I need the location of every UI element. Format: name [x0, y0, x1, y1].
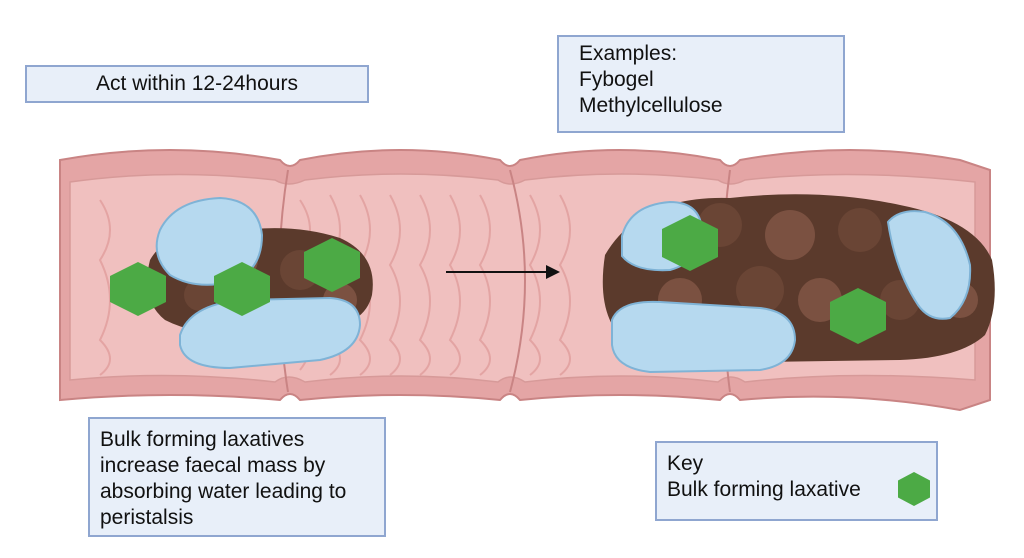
laxative-hexagon — [214, 262, 270, 316]
laxative-hexagon — [304, 238, 360, 292]
laxative-hexagon — [110, 262, 166, 316]
laxative-hexagons-large — [662, 215, 886, 344]
description-box: Bulk forming laxatives increase faecal m… — [88, 417, 386, 537]
key-item-label: Bulk forming laxative — [667, 478, 861, 501]
example-item: Fybogel — [579, 68, 654, 91]
water-blobs-small — [155, 196, 362, 370]
key-box: Key Bulk forming laxative — [655, 441, 938, 521]
laxative-hexagon — [830, 288, 886, 344]
laxative-hexagon — [662, 215, 718, 271]
laxative-key-icon — [898, 472, 930, 506]
example-item: Methylcellulose — [579, 94, 723, 117]
description-line: peristalsis — [100, 506, 194, 529]
description-line: increase faecal mass by — [100, 454, 326, 477]
description-line: Bulk forming laxatives — [100, 428, 305, 451]
onset-time-box: Act within 12-24hours — [25, 65, 369, 103]
key-title: Key — [667, 452, 704, 475]
onset-time-text: Act within 12-24hours — [96, 72, 298, 95]
arrow-icon — [446, 265, 560, 279]
description-line: absorbing water leading to — [100, 480, 347, 503]
examples-box: Examples: Fybogel Methylcellulose — [557, 35, 845, 133]
examples-heading: Examples: — [579, 42, 678, 65]
laxative-hexagons-small — [110, 238, 360, 316]
